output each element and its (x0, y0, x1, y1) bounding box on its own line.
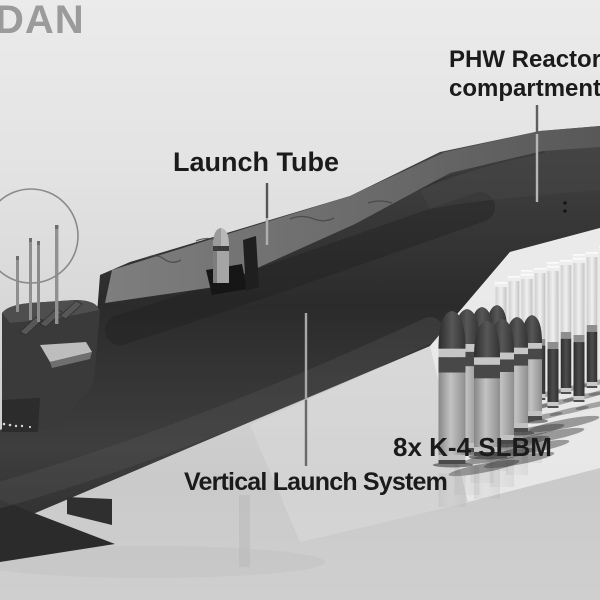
bow-tip (0, 500, 115, 562)
slbm-label: 8x K-4 SLBM (393, 432, 552, 462)
k15-missile (546, 266, 589, 416)
hull-hatch-dots (563, 201, 567, 213)
watermark-text: DAN (0, 0, 85, 42)
k15-missile (572, 258, 600, 410)
reactor-label-line2: compartment (449, 75, 600, 102)
reactor-label-line1: PHW Reactor (449, 46, 600, 73)
periscope-annotation-circle (0, 188, 79, 284)
sail (0, 188, 100, 432)
pointer-lines (265, 105, 539, 466)
hatch-lid (243, 236, 259, 291)
submarine-hull (0, 126, 600, 562)
hull-fin (67, 497, 112, 525)
launch-tube-assembly (206, 228, 259, 295)
vls-label: Vertical Launch System (184, 468, 448, 496)
k4-missile (432, 311, 520, 507)
k4-missile-group (432, 305, 600, 507)
dive-plane (40, 342, 92, 368)
reactor-label: PHW Reactor compartment (449, 45, 600, 103)
floor (0, 346, 470, 578)
launch-tube-label: Launch Tube (173, 147, 339, 177)
sail-window-dots (2, 422, 32, 429)
tube-missile-band (213, 244, 229, 251)
k15-missile (585, 252, 600, 396)
k4-missile (468, 321, 555, 499)
